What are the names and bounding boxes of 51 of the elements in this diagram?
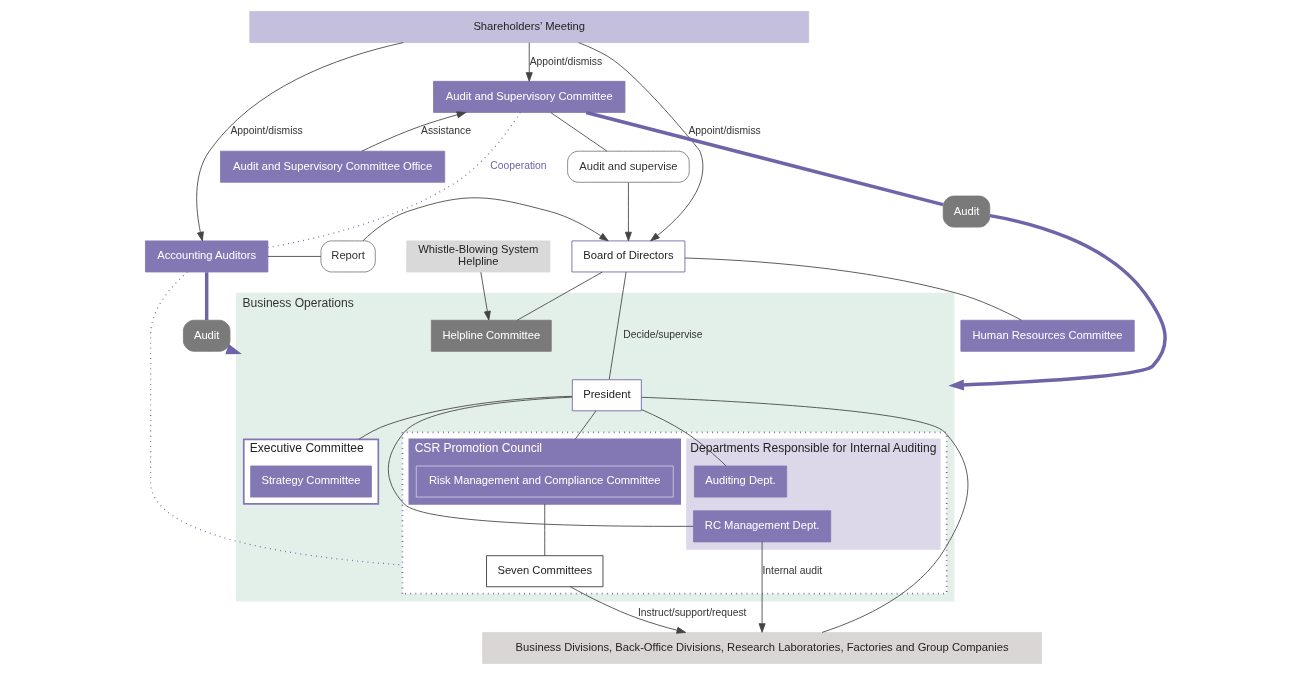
node-box: Accounting Auditors: [144, 240, 268, 273]
connector: [543, 503, 545, 557]
arrow: [624, 182, 632, 242]
node-box: Helpline Committee: [430, 319, 552, 352]
arrow: [479, 271, 491, 321]
arrow: [577, 42, 703, 242]
cluster: [401, 431, 947, 595]
arrow: [360, 111, 466, 152]
arrow: [525, 42, 533, 82]
node-box: Report: [320, 240, 376, 273]
connector: [640, 409, 726, 467]
connector: [608, 271, 627, 380]
arrow: [195, 42, 404, 242]
edge-label: Instruct/support/request: [637, 606, 746, 618]
node-box: Business Divisions, Back-Office Divisions, Research Laboratories, Factories and Group Companies: [481, 632, 1042, 664]
connector: [684, 257, 1022, 321]
edge-label: Assistance: [420, 125, 471, 137]
node-box: President: [571, 379, 642, 412]
edge-label: Appoint/dismiss: [529, 55, 602, 67]
edge-label: Appoint/dismiss: [229, 125, 303, 137]
node-box: Auditing Dept.: [693, 465, 787, 498]
node-box: Risk Management and Compliance Committee: [415, 465, 674, 498]
node-box: Whistle-Blowing System Helpline: [405, 240, 550, 273]
node-box: Audit and supervise: [566, 150, 690, 183]
connector: [149, 271, 403, 566]
connector: [204, 272, 208, 320]
edge-label: Appoint/dismiss: [687, 125, 761, 137]
node-box: Seven Committees: [485, 555, 603, 588]
node-box: Audit: [942, 195, 990, 228]
arrow: [362, 197, 609, 242]
connector: [267, 256, 321, 257]
connector: [387, 396, 694, 527]
node-box: Audit and Supervisory Committee: [432, 80, 625, 113]
arrow: [947, 213, 1167, 391]
node-box: Strategy Committee: [249, 465, 372, 498]
node-box: Audit and Supervisory Committee Office: [219, 150, 445, 183]
node-box: Shareholders’ Meeting: [248, 11, 809, 43]
connector: [549, 112, 607, 152]
node-box: Human Resources Committee: [959, 319, 1135, 352]
connector: [585, 110, 943, 207]
connector: [574, 410, 596, 440]
node-box: Board of Directors: [571, 240, 685, 273]
edge-label: Cooperation: [489, 160, 547, 172]
arrow: [758, 541, 766, 633]
node-box: RC Management Dept.: [692, 510, 831, 543]
edge-label: Decide/supervise: [622, 329, 703, 341]
connector: [357, 395, 572, 440]
edge-label: Internal audit: [761, 564, 822, 576]
connector: [516, 271, 603, 321]
connector: [640, 396, 968, 633]
arrow: [569, 586, 686, 634]
